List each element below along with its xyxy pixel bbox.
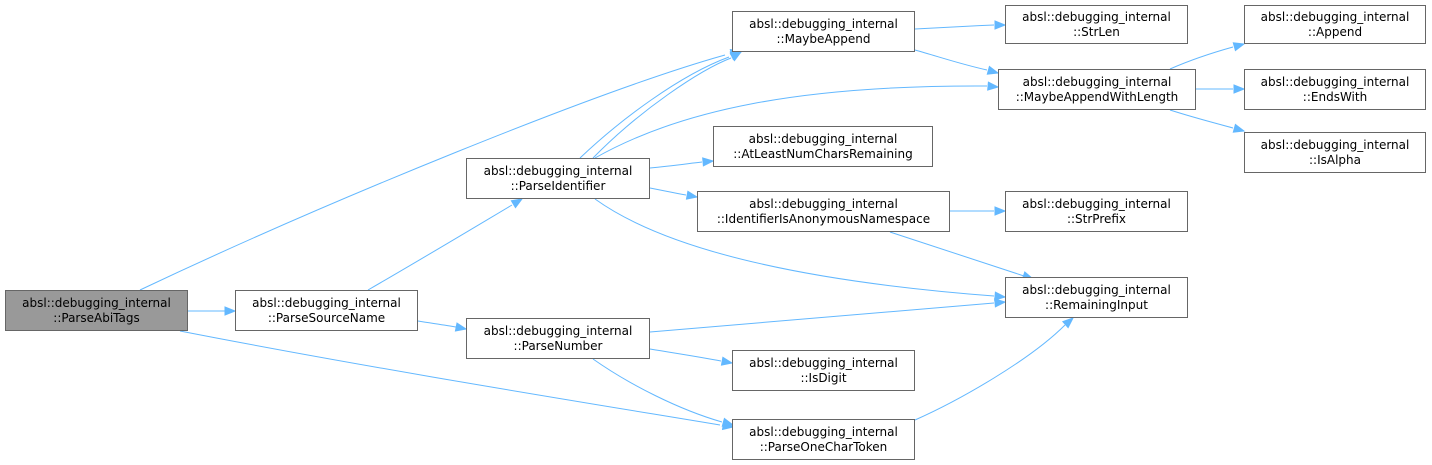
node-function: ::RemainingInput [1045, 297, 1148, 312]
node-function: ::IsAlpha [1309, 152, 1361, 167]
node-function: ::ParseSourceName [267, 310, 386, 325]
node-namespace: absl::debugging_internal [483, 163, 633, 178]
node-namespace: absl::debugging_internal [749, 16, 898, 31]
edge-parse_one_char_token-to-remaining_input [914, 324, 1066, 421]
arrowhead-icon [1232, 123, 1246, 133]
node-at-least-num-chars-remaining[interactable]: absl::debugging_internal ::AtLeastNumCha… [713, 126, 933, 167]
node-parse-number[interactable]: absl::debugging_internal ::ParseNumber [466, 318, 650, 359]
node-namespace: absl::debugging_internal [1022, 9, 1171, 24]
node-maybe-append-with-length[interactable]: absl::debugging_internal ::MaybeAppendWi… [998, 69, 1196, 110]
node-str-prefix[interactable]: absl::debugging_internal ::StrPrefix [1005, 191, 1188, 232]
arrowhead-icon [729, 51, 743, 62]
node-is-alpha[interactable]: absl::debugging_internal ::IsAlpha [1244, 132, 1426, 173]
edge-parse_abi_tags-to-maybe_append [139, 54, 726, 291]
node-namespace: absl::debugging_internal [1022, 282, 1171, 297]
arrowhead-icon [994, 206, 1007, 216]
edge-parse_identifier-to-identifier_anon_ns [649, 187, 687, 196]
arrowhead-icon [224, 306, 237, 316]
node-function: ::ParseIdentifier [510, 178, 606, 193]
edge-parse_identifier-to-maybe_append [579, 56, 730, 159]
node-maybe-append[interactable]: absl::debugging_internal ::MaybeAppend [732, 11, 915, 52]
node-function: ::IdentifierIsAnonymousNamespace [716, 211, 931, 226]
edge-parse_identifier-to-maybe_append_with_length [594, 85, 988, 159]
node-function: ::MaybeAppendWithLength [1015, 89, 1179, 104]
edge-maybe_append-to-maybe_append_with_length [914, 49, 988, 71]
arrowhead-icon [510, 198, 524, 209]
node-str-len[interactable]: absl::debugging_internal ::StrLen [1005, 5, 1188, 44]
edge-parse_number-to-is_digit [649, 348, 722, 362]
edge-parse_source_name-to-parse_identifier [367, 204, 513, 291]
node-ends-with[interactable]: absl::debugging_internal ::EndsWith [1244, 69, 1426, 110]
arrowhead-icon [702, 157, 715, 167]
arrowhead-icon [685, 190, 699, 200]
arrowhead-icon [986, 65, 1000, 75]
node-namespace: absl::debugging_internal [1022, 74, 1172, 89]
edge-parse_number-to-remaining_input [649, 302, 995, 333]
edge-parse_abi_tags-to-parse_one_char_token [179, 330, 721, 426]
node-namespace: absl::debugging_internal [483, 323, 633, 338]
edge-maybe_append_with_length-to-is_alpha [1169, 109, 1234, 129]
node-function: ::StrPrefix [1066, 211, 1127, 226]
edge-identifier_anon_ns-to-remaining_input [889, 231, 1025, 277]
node-function: ::ParseAbiTags [53, 310, 140, 325]
node-namespace: absl::debugging_internal [1260, 9, 1410, 24]
node-function: ::Append [1307, 24, 1363, 39]
edge-parse_identifier-to-remaining_input [594, 198, 995, 297]
edge-maybe_append-to-str_len [914, 24, 995, 30]
arrowhead-icon [987, 81, 1000, 91]
edge-parse_identifier-to-maybe_append [592, 57, 732, 159]
node-namespace: absl::debugging_internal [1260, 137, 1410, 152]
arrowhead-icon [720, 356, 734, 366]
node-remaining-input[interactable]: absl::debugging_internal ::RemainingInpu… [1005, 277, 1188, 318]
node-namespace: absl::debugging_internal [749, 355, 898, 370]
node-function: ::ParseNumber [513, 338, 603, 353]
node-namespace: absl::debugging_internal [1022, 196, 1171, 211]
edge-parse_identifier-to-at_least_num_chars [649, 161, 703, 169]
arrowhead-icon [1061, 317, 1075, 329]
node-append[interactable]: absl::debugging_internal ::Append [1244, 5, 1426, 44]
arrowhead-icon [994, 20, 1007, 30]
arrowhead-icon [721, 417, 735, 427]
node-function: ::AtLeastNumCharsRemaining [733, 146, 913, 161]
node-identifier-is-anonymous-namespace[interactable]: absl::debugging_internal ::IdentifierIsA… [697, 191, 950, 232]
node-parse-identifier[interactable]: absl::debugging_internal ::ParseIdentifi… [466, 158, 650, 199]
node-namespace: absl::debugging_internal [1260, 74, 1410, 89]
arrowhead-icon [994, 298, 1007, 308]
node-parse-one-char-token[interactable]: absl::debugging_internal ::ParseOneCharT… [732, 419, 915, 460]
node-parse-abi-tags[interactable]: absl::debugging_internal ::ParseAbiTags [5, 290, 188, 331]
node-namespace: absl::debugging_internal [748, 131, 898, 146]
node-namespace: absl::debugging_internal [749, 424, 898, 439]
node-namespace: absl::debugging_internal [749, 196, 898, 211]
node-is-digit[interactable]: absl::debugging_internal ::IsDigit [732, 350, 915, 391]
arrowhead-icon [454, 322, 468, 332]
node-function: ::MaybeAppend [776, 31, 871, 46]
edge-maybe_append_with_length-to-append [1169, 46, 1234, 70]
node-namespace: absl::debugging_internal [22, 295, 171, 310]
edge-parse_number-to-parse_one_char_token [592, 358, 723, 423]
edge-parse_source_name-to-parse_number [417, 320, 457, 328]
arrowhead-icon [994, 291, 1007, 301]
node-namespace: absl::debugging_internal [252, 295, 401, 310]
node-parse-source-name[interactable]: absl::debugging_internal ::ParseSourceNa… [235, 290, 418, 331]
arrowhead-icon [1233, 84, 1246, 94]
node-function: ::ParseOneCharToken [759, 439, 888, 454]
node-function: ::IsDigit [800, 370, 847, 385]
node-function: ::StrLen [1073, 24, 1120, 39]
arrowhead-icon [1232, 42, 1246, 52]
node-function: ::EndsWith [1302, 89, 1368, 104]
